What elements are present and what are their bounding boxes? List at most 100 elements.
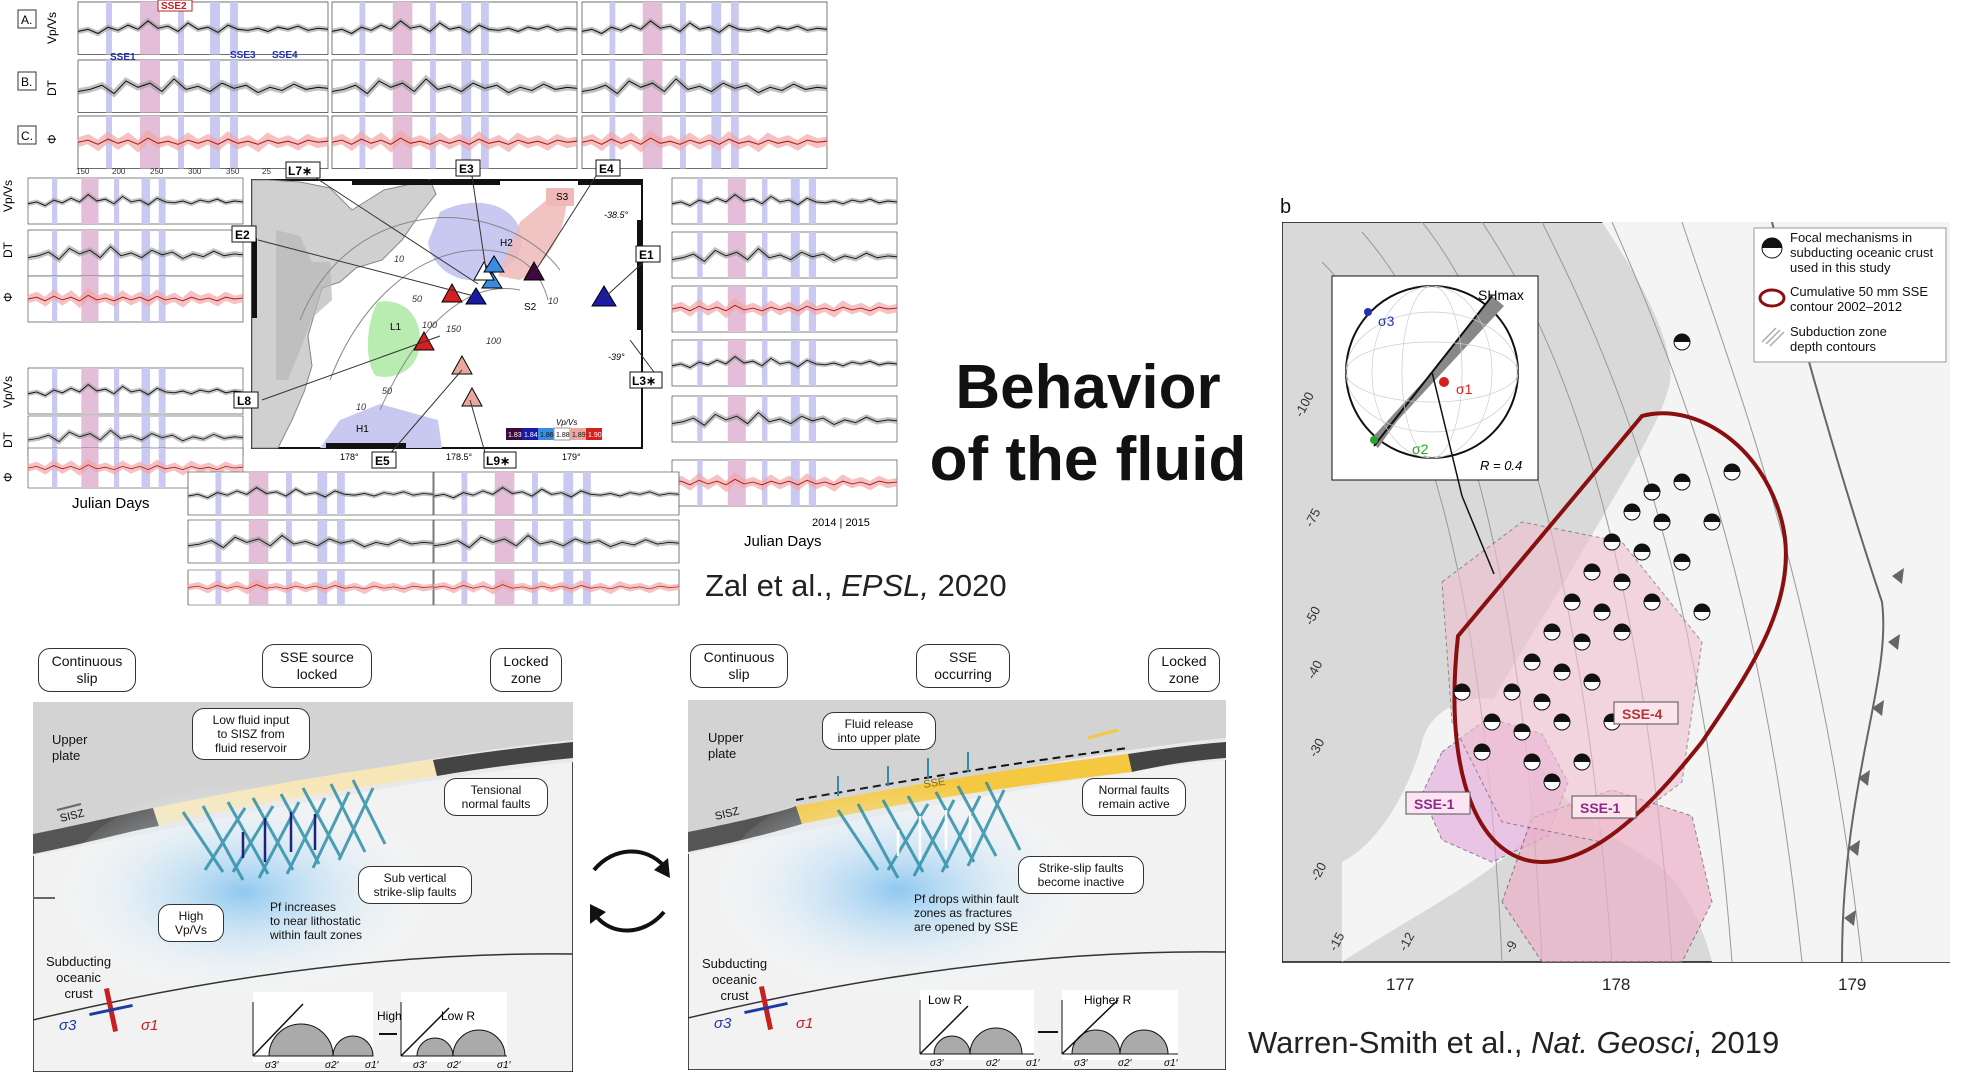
sse3-tag: SSE3 xyxy=(230,50,256,61)
x-axis-label-right: Julian Days xyxy=(744,533,822,550)
left-upper-plate-label: Upper plate xyxy=(52,732,88,763)
map-axis-ticks: 178° 178.5° 179° -38.5° -39° xyxy=(340,210,629,462)
svg-text:Low R: Low R xyxy=(928,993,962,1007)
svg-text:L3∗: L3∗ xyxy=(632,374,656,388)
citation-warren-smith: Warren-Smith et al., Nat. Geosci, 2019 xyxy=(1248,1025,1780,1060)
right-sigma1: σ1 xyxy=(796,1015,813,1032)
svg-text:S2: S2 xyxy=(524,302,537,313)
svg-text:H1: H1 xyxy=(356,424,369,435)
top-y-labels: Vp/Vs DT Φ xyxy=(45,12,59,144)
left-callout-subvertical: Sub vertical strike-slip faults xyxy=(358,866,472,904)
svg-text:σ1′: σ1′ xyxy=(1164,1058,1179,1069)
svg-text:σ1′: σ1′ xyxy=(365,1060,380,1071)
sse2-tag: SSE2 xyxy=(161,1,187,12)
svg-text:E4: E4 xyxy=(599,162,614,176)
right-pf-label: Pf drops within fault zones as fractures… xyxy=(914,892,1019,934)
left-panels xyxy=(28,178,243,488)
sse1-tag: SSE1 xyxy=(110,52,136,63)
svg-text:σ2′: σ2′ xyxy=(325,1060,340,1071)
svg-text:Higher R: Higher R xyxy=(1084,993,1132,1007)
left-sigma1: σ1 xyxy=(141,1017,158,1034)
svg-text:L9∗: L9∗ xyxy=(486,454,510,468)
citation-zal: Zal et al., EPSL, 2020 xyxy=(705,568,1007,603)
svg-text:1.90: 1.90 xyxy=(588,432,602,439)
svg-text:σ1′: σ1′ xyxy=(497,1060,512,1071)
svg-text:Vp/Vs: Vp/Vs xyxy=(1,180,15,212)
top-panels xyxy=(78,2,827,169)
legend-depth-text: Subduction zone depth contours xyxy=(1790,324,1887,354)
cycle-arrows-icon xyxy=(590,849,670,933)
svg-text:S3: S3 xyxy=(556,192,569,203)
svg-text:1.88: 1.88 xyxy=(556,432,570,439)
left-callout-high-vpvs: High Vp/Vs xyxy=(158,904,224,942)
svg-text:150: 150 xyxy=(446,324,461,334)
svg-text:E1: E1 xyxy=(639,248,654,262)
svg-text:σ3′: σ3′ xyxy=(930,1058,945,1069)
svg-text:DT: DT xyxy=(1,241,15,258)
svg-text:1.84: 1.84 xyxy=(524,432,538,439)
svg-text:Φ: Φ xyxy=(1,472,15,482)
right-header-sse: SSE occurring xyxy=(916,644,1010,688)
svg-text:178: 178 xyxy=(1602,975,1630,994)
slide-title-line2: of the fluid xyxy=(929,425,1247,494)
row-label-c: C. xyxy=(21,129,33,143)
stereonet-sigma1: σ1 xyxy=(1456,381,1473,397)
left-header-continuous: Continuous slip xyxy=(38,648,136,692)
svg-text:L8: L8 xyxy=(237,394,251,408)
right-header-locked: Locked zone xyxy=(1148,648,1220,692)
sse4-tag: SSE4 xyxy=(272,50,298,61)
bottom-panels xyxy=(188,472,679,605)
svg-text:250: 250 xyxy=(150,167,164,176)
sse4-map-label: SSE-4 xyxy=(1622,706,1663,722)
svg-text:1.86: 1.86 xyxy=(540,432,554,439)
left-header-sse-source: SSE source locked xyxy=(262,644,372,688)
svg-text:-38.5°: -38.5° xyxy=(604,210,629,220)
x-axis-label-left: Julian Days xyxy=(72,495,150,512)
svg-text:Φ: Φ xyxy=(1,292,15,302)
svg-text:σ1′: σ1′ xyxy=(1026,1058,1041,1069)
svg-text:σ2′: σ2′ xyxy=(447,1060,462,1071)
right-callout-strike: Strike-slip faults become inactive xyxy=(1018,856,1144,894)
svg-text:L7∗: L7∗ xyxy=(288,164,312,178)
stereonet: SHmax σ3 σ1 σ2 R = 0.4 xyxy=(1331,275,1539,575)
slide-title-line1: Behavior xyxy=(955,353,1221,422)
focal-mechanisms xyxy=(1453,333,1741,791)
panel-b-depth-labels: -100 -75 -50 -40 -30 -20 -15 -12 -9 xyxy=(1291,389,1520,955)
svg-text:10: 10 xyxy=(548,296,558,306)
svg-text:E3: E3 xyxy=(459,162,474,176)
tectonic-map xyxy=(251,175,661,457)
right-sigma3: σ3 xyxy=(714,1015,732,1032)
left-sisz: SISZ xyxy=(59,807,86,825)
svg-text:150: 150 xyxy=(76,167,90,176)
svg-text:100: 100 xyxy=(486,336,501,346)
right-sse-label: SSE xyxy=(923,776,947,791)
right-callout-normal: Normal faults remain active xyxy=(1082,778,1186,816)
panel-b-legend xyxy=(1753,227,1947,363)
slide-title: Behavior of the fluid xyxy=(918,352,1258,496)
timeseries-figure: A. B. C. Vp/Vs DT Φ SSE2 SSE1 SSE3 SSE4 … xyxy=(1,0,920,640)
svg-text:350: 350 xyxy=(226,167,240,176)
svg-text:179: 179 xyxy=(1838,975,1866,994)
left-sigma3: σ3 xyxy=(59,1017,77,1034)
svg-text:DT: DT xyxy=(1,431,15,448)
svg-text:179°: 179° xyxy=(562,452,581,462)
panel-b-letter: b xyxy=(1280,196,1292,218)
right-mohr: Low R Higher R σ3′ σ2′ σ1′ σ3′ σ2′ σ1′ xyxy=(919,990,1179,1069)
stereonet-sigma2: σ2 xyxy=(1412,441,1429,457)
left-model-diagram: σ3 σ1 SISZ Higher R Low R σ3′ σ2′ σ1′ σ3… xyxy=(33,702,573,1072)
right-sisz: SISZ xyxy=(714,805,741,823)
right-panels xyxy=(672,178,897,506)
panel-b-lon-ticks: 177 178 179 xyxy=(1386,975,1866,994)
left-y-labels: Vp/Vs DT Φ Vp/Vs DT Φ xyxy=(1,180,15,482)
right-subducting-label: Subducting oceanic crust xyxy=(702,956,768,1003)
svg-text:1.89: 1.89 xyxy=(572,432,586,439)
y-label-dt-top: DT xyxy=(45,79,59,96)
stereonet-sigma3: σ3 xyxy=(1378,313,1395,329)
left-pf-label: Pf increases to near lithostatic within … xyxy=(270,900,363,942)
svg-text:178.5°: 178.5° xyxy=(446,452,473,462)
svg-text:Vp/Vs: Vp/Vs xyxy=(1,376,15,408)
svg-text:300: 300 xyxy=(188,167,202,176)
svg-text:200: 200 xyxy=(112,167,126,176)
vpvs-legend: Vp/Vs 1.83 1.84 1.86 1.88 1.89 1.90 xyxy=(506,418,602,441)
sse-tags: SSE2 SSE1 SSE3 SSE4 xyxy=(110,0,298,63)
